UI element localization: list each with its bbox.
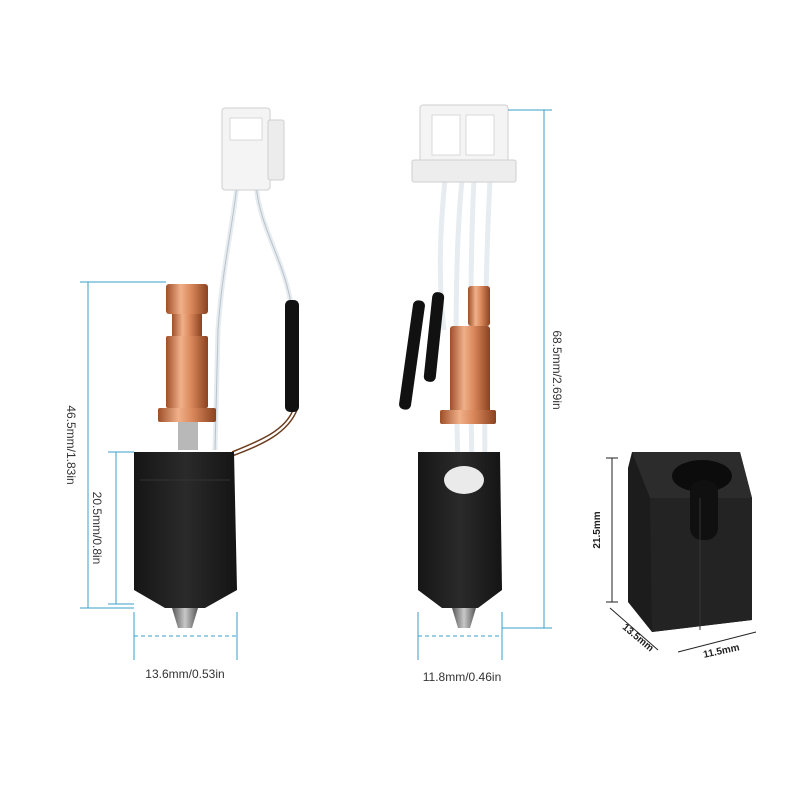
sock-width-label: 11.5mm: [702, 642, 740, 660]
heat-shrink: [423, 292, 445, 382]
right-wire: [453, 179, 465, 471]
left-silicone-sock: [134, 452, 237, 608]
left-width-label: 13.6mm/0.53in: [145, 667, 224, 681]
sock-height-label: 21.5mm: [592, 511, 603, 548]
heat-shrink: [285, 300, 299, 412]
right-width-label: 11.8mm/0.46in: [423, 670, 502, 684]
dimension-lines: [80, 109, 552, 660]
standalone-silicone-sock: [628, 452, 752, 632]
heat-shrink: [399, 300, 425, 410]
left-heatbreak: [158, 284, 216, 450]
left-height-label: 46.5mm/1.83in: [64, 405, 78, 484]
left-sock-height-label: 20.5mm/0.8in: [90, 492, 104, 565]
thermistor-leads: [231, 409, 294, 453]
right-height-label: 68.5mm/2.69in: [550, 330, 564, 409]
right-silicone-sock: [418, 452, 502, 608]
right-hotend: [399, 104, 517, 628]
right-nozzle: [452, 608, 476, 628]
left-hotend: [134, 107, 299, 628]
left-wire: [212, 184, 240, 451]
right-connector: [411, 104, 517, 183]
left-nozzle: [172, 608, 198, 628]
right-heatbreak: [440, 286, 496, 424]
left-connector: [221, 107, 285, 191]
sock-dimension-lines: [606, 457, 757, 653]
